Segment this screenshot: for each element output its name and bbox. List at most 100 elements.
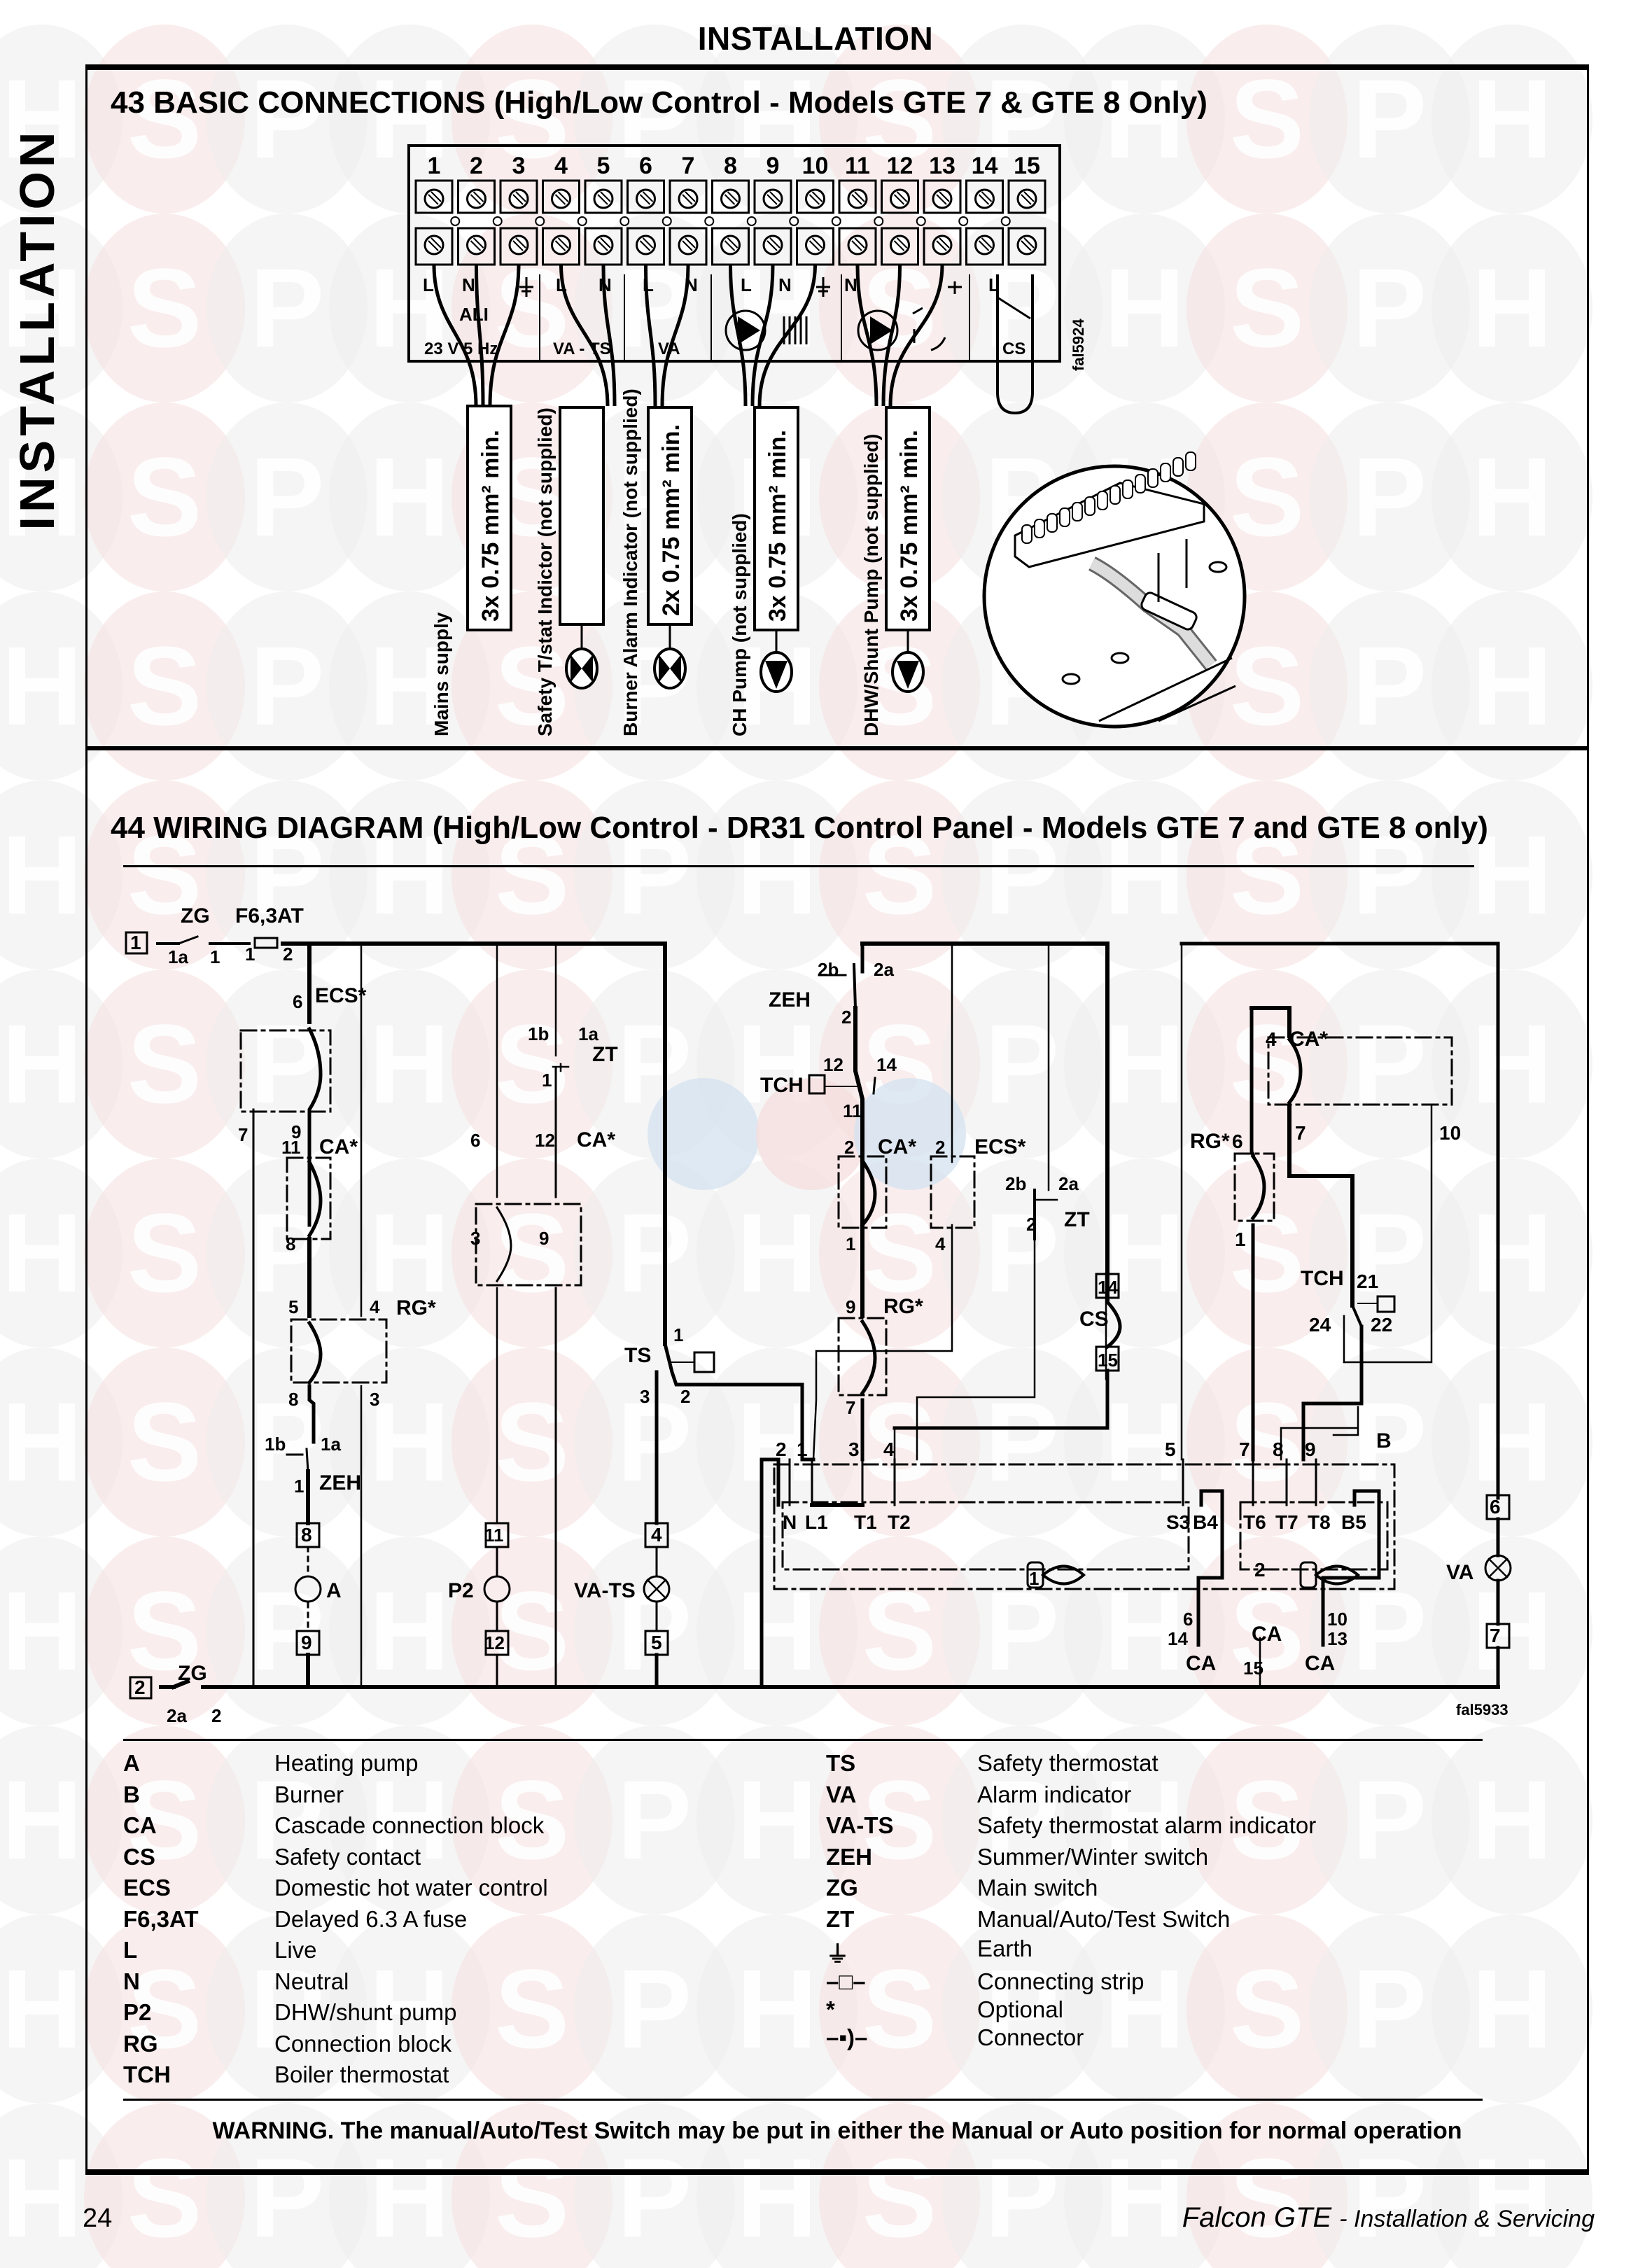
strip-label: 8 [301,1524,312,1546]
burner-pin-label: B5 [1341,1511,1366,1533]
pin-label: 2 [844,1137,854,1158]
pin-label: 24 [1309,1314,1331,1336]
pin-label: 22 [1371,1314,1392,1336]
contact-label: 2 [1026,1214,1036,1235]
legend-row: VA-TS Safety thermostat alarm indicator [826,1812,1456,1844]
contact-label: 2 [680,1386,690,1407]
va-label: VA [1446,1561,1474,1584]
pin-label: 10 [1327,1609,1348,1630]
ca-label: CA* [878,1135,916,1158]
pin-label: 11 [281,1137,301,1158]
cs-label: CS [1079,1308,1109,1331]
strip-label: 7 [1490,1625,1501,1646]
pin-label: 9 [539,1228,549,1249]
legend-code: A [123,1750,140,1776]
legend-description: Cascade connection block [274,1812,545,1838]
contact-label: 2a [167,1705,187,1726]
strip-label: 6 [1490,1496,1501,1518]
ca-label: CA* [319,1135,358,1158]
contact-label: 1b [265,1434,286,1455]
contact-label: 2b [818,959,839,980]
contact-label: 2 [841,1007,851,1028]
pin-label: 12 [823,1054,844,1075]
legend-code: ECS [123,1875,171,1900]
burner-pin-label: T1 [854,1511,877,1533]
figure-ref-44: fal5933 [1456,1701,1508,1718]
burner-label: B [1376,1429,1392,1452]
legend-top-rule [123,1739,1483,1741]
ts-label: TS [624,1344,651,1367]
legend-description: Optional [977,1996,1063,2022]
main-switch-label: ZG [178,1662,207,1685]
legend-code: ZT [826,1905,855,1932]
legend-row: –□–Connecting strip [826,1968,1456,2000]
pin-label: 12 [535,1130,555,1151]
pin-label: 6 [293,991,302,1012]
pin-label: 8 [288,1389,298,1410]
strip-1-label: 1 [130,932,141,953]
pin-label: 3 [640,1386,650,1407]
contact-label: 2a [1058,1173,1079,1194]
burner-top-pin-label: 9 [1305,1438,1316,1460]
legend-code: VA-TS [826,1812,894,1838]
pin-label: 6 [1183,1609,1193,1630]
legend-description: Connecting strip [977,1968,1144,1994]
legend-description: Main switch [977,1875,1098,1900]
ecs-label: ECS* [974,1135,1026,1158]
strip-label: 12 [484,1632,505,1653]
legend-code: N [123,1968,140,1994]
main-switch-label: ZG [181,904,210,927]
legend-description: Live [274,1937,317,1963]
legend-description: Safety contact [274,1843,421,1870]
legend-description: Safety thermostat [977,1750,1158,1776]
tch-label: TCH [760,1074,804,1097]
strip-label: 14 [1098,1277,1118,1298]
burner-pin-label: B4 [1193,1511,1218,1533]
legend-code: CS [123,1843,155,1870]
legend-bottom-rule [123,2099,1483,2101]
ca-label: CA [1305,1652,1335,1675]
burner-pin-label: T6 [1243,1511,1266,1533]
legend-description: Safety thermostat alarm indicator [977,1812,1317,1838]
strip-label: 9 [301,1632,312,1653]
burner-top-pin-label: 4 [883,1438,895,1460]
legend-description: Earth [977,1935,1032,1961]
contact-label: 1 [673,1324,683,1345]
burner-top-pin-label: 5 [1165,1438,1176,1460]
legend-code: TCH [123,2062,171,2087]
page-number: 24 [83,2204,113,2233]
warning-note: WARNING. The manual/Auto/Test Switch may… [212,2118,1462,2144]
legend-code: ZG [826,1875,858,1900]
legend-code: RG [123,2030,158,2057]
pin-label: 5 [288,1296,298,1317]
pin-label: 6 [470,1130,480,1151]
pin-label: 4 [1266,1028,1277,1050]
contact-label: 1b [528,1023,549,1044]
burner-top-pin-label: 2 [776,1438,787,1460]
pin-label: 11 [843,1100,862,1121]
legend-code: P2 [123,1999,152,2025]
pin-label: 13 [1327,1628,1348,1649]
pump-a-label: A [326,1579,342,1602]
zt-label: ZT [592,1043,618,1066]
legend-description: Delayed 6.3 A fuse [274,1905,468,1932]
contact-label: 1 [294,1476,304,1497]
pin-label: 15 [1243,1658,1264,1679]
contact-label: 1 [210,946,220,967]
product-name: Falcon GTE [1182,2202,1332,2233]
pin-label: 9 [846,1296,855,1317]
burner-pin-label: T7 [1275,1511,1298,1533]
contact-label: 2 [211,1705,221,1726]
legend-description: Heating pump [274,1750,419,1776]
pin-label: 1 [1235,1228,1246,1250]
ca-label: CA [1252,1623,1282,1646]
